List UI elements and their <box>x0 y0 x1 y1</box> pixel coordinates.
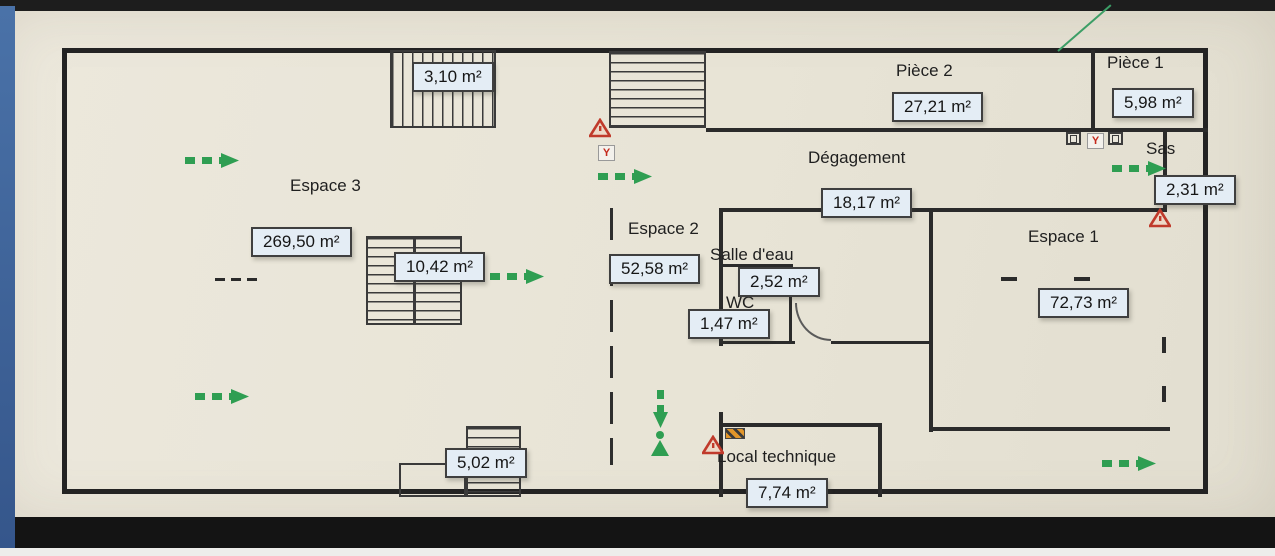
fixture-icon <box>1108 132 1123 145</box>
photo-frame-bottom <box>0 517 1275 548</box>
wall-espace1-door-dash-1 <box>1001 277 1017 281</box>
wall-piece1-left <box>1091 50 1095 132</box>
evacuation-person-icon <box>648 430 672 458</box>
exit-arrow-icon <box>183 152 241 169</box>
room-label-local-technique: Local technique <box>717 447 837 466</box>
electrical-panel-icon <box>725 428 745 439</box>
fire-safety-triangle-icon <box>1147 207 1173 228</box>
wall-espace3-dash-3 <box>247 278 257 281</box>
wall-right-opening-dash-2 <box>1162 386 1166 402</box>
fixture-icon <box>1066 132 1081 145</box>
wall-sanitary-bottom-left <box>719 341 795 344</box>
wall-corridor-top <box>706 128 1208 132</box>
wall-wc-right <box>789 264 792 344</box>
photo-frame-left-blue <box>0 6 15 548</box>
area-box-staircase-top: 3,10 m² <box>412 62 494 92</box>
exit-arrow-icon <box>596 168 654 185</box>
room-label-espace1: Espace 1 <box>1028 227 1099 246</box>
wall-sas-left <box>1163 130 1167 210</box>
area-box-piece1: 5,98 m² <box>1112 88 1194 118</box>
area-box-degagement: 18,17 m² <box>821 188 913 218</box>
room-label-piece2: Pièce 2 <box>896 61 953 80</box>
exit-arrow-icon <box>488 268 546 285</box>
wall-sanitary-left <box>719 208 723 346</box>
area-box-wc: 1,47 m² <box>688 309 770 339</box>
wall-espace2-espace3-divider <box>610 208 613 465</box>
room-label-salle-eau: Salle d'eau <box>710 245 794 264</box>
exit-arrow-icon <box>193 388 251 405</box>
manual-call-point-icon: Y <box>1087 133 1104 149</box>
room-label-sas: Sas <box>1146 139 1176 158</box>
wall-espace1-top <box>929 208 1167 212</box>
exit-arrow-icon <box>1110 160 1168 177</box>
area-box-espace3: 269,50 m² <box>251 227 352 257</box>
room-label-wc: WC <box>726 293 755 312</box>
exit-arrow-icon <box>1100 455 1158 472</box>
area-box-local-technique: 7,74 m² <box>746 478 828 508</box>
plan-outer-wall <box>62 48 1208 494</box>
room-label-espace3: Espace 3 <box>290 176 361 195</box>
area-box-piece2: 27,21 m² <box>892 92 984 122</box>
room-label-espace2: Espace 2 <box>628 219 699 238</box>
staircase-top-center <box>609 51 706 128</box>
wall-right-opening-dash-1 <box>1162 337 1166 353</box>
wall-espace3-dash-1 <box>215 278 225 281</box>
staircase-bottom-landing <box>399 463 466 497</box>
wall-wc-top <box>719 264 793 267</box>
wall-espace1-bottom <box>933 427 1170 431</box>
fire-safety-triangle-icon <box>587 117 613 138</box>
manual-call-point-icon: Y <box>598 145 615 161</box>
area-box-staircase-bottom: 5,02 m² <box>445 448 527 478</box>
wall-local-technique-left <box>719 412 723 497</box>
wall-local-technique-top <box>719 423 882 427</box>
wall-sanitary-bottom-right <box>831 341 933 344</box>
exit-arrow-down-icon <box>652 388 669 430</box>
photo-frame-top <box>0 0 1275 11</box>
area-box-sas: 2,31 m² <box>1154 175 1236 205</box>
area-box-espace1: 72,73 m² <box>1038 288 1130 318</box>
wall-espace1-door-dash-2 <box>1074 277 1090 281</box>
room-label-piece1: Pièce 1 <box>1107 53 1164 72</box>
area-box-staircase-central: 10,42 m² <box>394 252 486 282</box>
wall-espace1-left <box>929 208 933 432</box>
area-box-espace2: 52,58 m² <box>609 254 701 284</box>
wall-local-technique-right <box>878 423 882 497</box>
area-box-salle-eau: 2,52 m² <box>738 267 820 297</box>
wall-espace3-dash-2 <box>231 278 241 281</box>
fire-safety-triangle-icon <box>700 434 726 455</box>
room-label-degagement: Dégagement <box>808 148 906 167</box>
